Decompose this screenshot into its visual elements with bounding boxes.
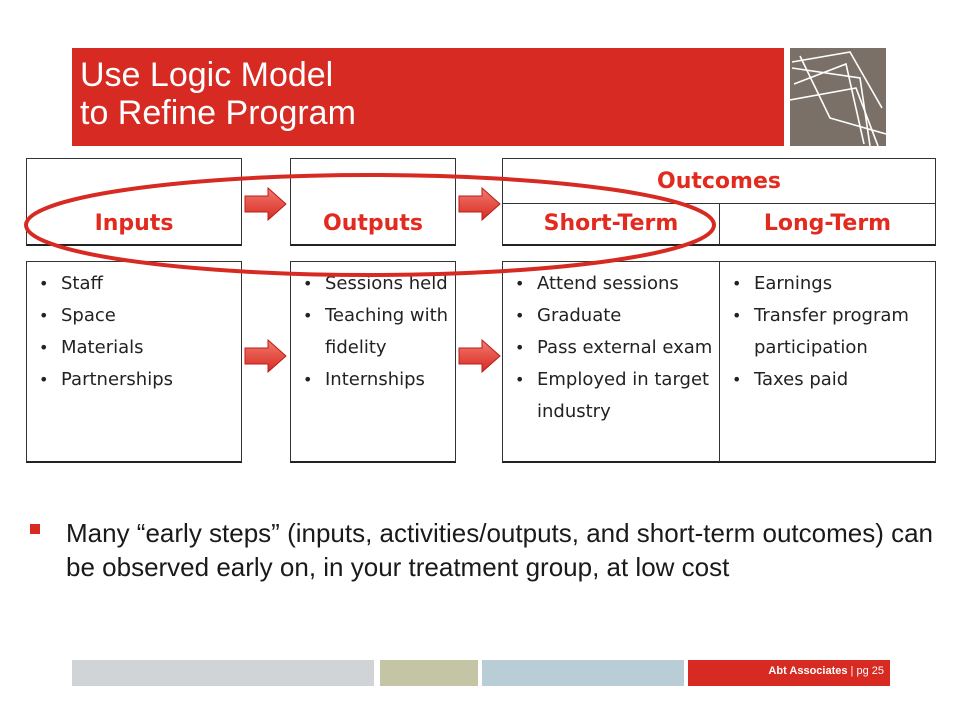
page-title: Use Logic Model to Refine Program	[80, 56, 356, 132]
title-line-1: Use Logic Model	[80, 56, 334, 94]
long-term-header: Long-Term	[763, 211, 892, 236]
list-item: Partnerships	[39, 364, 241, 396]
arrow-right-icon	[244, 338, 287, 374]
outcomes-header: Outcomes	[657, 169, 781, 194]
footer-bar-segment	[482, 660, 684, 686]
short-term-header: Short-Term	[543, 211, 679, 236]
outcomes-header-cell: Outcomes	[502, 158, 936, 204]
arrow-right-icon	[458, 338, 501, 374]
list-item: Space	[39, 300, 241, 332]
list-item: Materials	[39, 332, 241, 364]
long-term-header-cell: Long-Term	[719, 203, 936, 246]
inputs-header-cell: Inputs	[26, 158, 242, 246]
square-bullet-icon	[30, 524, 40, 534]
outputs-header-cell: Outputs	[290, 158, 456, 246]
inputs-header: Inputs	[94, 211, 174, 236]
title-line-2: to Refine Program	[80, 94, 356, 132]
list-item: Transfer program participation	[732, 300, 935, 364]
list-item: Teaching with fidelity	[303, 300, 455, 364]
list-item: Internships	[303, 364, 455, 396]
footer-page-number: | pg 25	[850, 665, 884, 677]
list-item: Attend sessions	[515, 268, 719, 300]
list-item: Taxes paid	[732, 364, 935, 396]
list-item: Pass external exam	[515, 332, 719, 364]
footer-bar-segment	[380, 660, 478, 686]
footer-bar-segment	[72, 660, 374, 686]
bullet-text: Many “early steps” (inputs, activities/o…	[66, 518, 934, 582]
inputs-list-cell: Staff Space Materials Partnerships	[26, 261, 242, 463]
outputs-header: Outputs	[323, 211, 423, 236]
arrow-right-icon	[458, 186, 501, 222]
list-item: Staff	[39, 268, 241, 300]
short-term-list-cell: Attend sessions Graduate Pass external e…	[502, 261, 720, 463]
outputs-list-cell: Sessions held Teaching with fidelity Int…	[290, 261, 456, 463]
abt-logo-icon	[790, 48, 886, 146]
long-term-list-cell: Earnings Transfer program participation …	[719, 261, 936, 463]
footer-bar-red: Abt Associates | pg 25	[688, 660, 890, 686]
list-item: Earnings	[732, 268, 935, 300]
arrow-right-icon	[244, 186, 287, 222]
list-item: Sessions held	[303, 268, 455, 300]
title-banner: Use Logic Model to Refine Program	[72, 48, 784, 146]
footer-brand: Abt Associates	[768, 665, 848, 677]
list-item: Employed in target industry	[515, 364, 719, 428]
short-term-header-cell: Short-Term	[502, 203, 720, 246]
list-item: Graduate	[515, 300, 719, 332]
footer-page-label: Abt Associates | pg 25	[768, 665, 884, 677]
